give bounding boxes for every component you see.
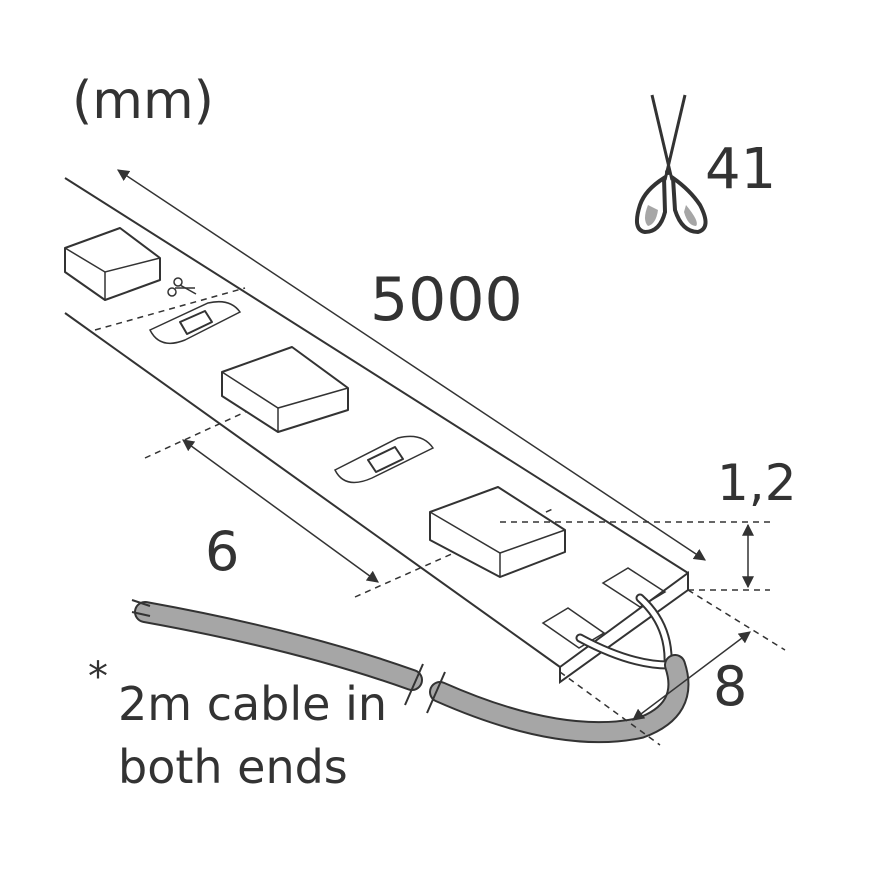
led-chip [429, 486, 566, 578]
segment-dimension [182, 439, 379, 583]
footnote-line-1: 2m cable in [118, 677, 387, 731]
unit-label: (mm) [72, 71, 214, 131]
footnote-line-2: both ends [118, 740, 348, 794]
length-dimension [117, 169, 706, 561]
footnote-mark: * [88, 654, 108, 700]
cut-count-label: 41 [705, 137, 776, 202]
led-chip [64, 227, 161, 301]
thickness-dimension [500, 521, 770, 591]
scissors-icon [167, 277, 197, 297]
thickness-label: 1,2 [717, 454, 797, 512]
resistor [148, 300, 242, 345]
segment-label: 6 [205, 520, 239, 583]
width-dimension [559, 589, 786, 746]
width-label: 8 [713, 655, 747, 718]
led-chip [221, 346, 349, 433]
scissors-icon [634, 94, 708, 235]
solder-pad [541, 567, 667, 649]
resistor [333, 435, 435, 484]
length-label: 5000 [370, 265, 523, 335]
